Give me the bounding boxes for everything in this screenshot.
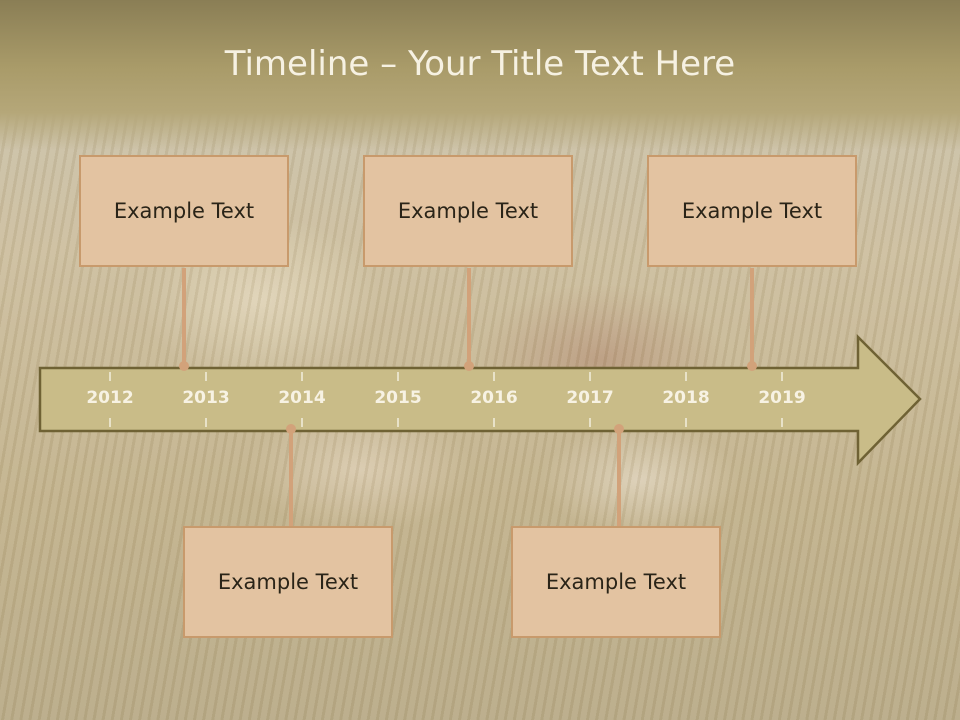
year-label: 2014 <box>278 388 325 408</box>
year-label: 2015 <box>374 388 421 408</box>
connector-dot <box>286 424 296 434</box>
connector-dot <box>464 361 474 371</box>
timeline-arrow <box>38 333 922 467</box>
event-card-top-3[interactable]: Example Text <box>647 155 857 267</box>
year-label: 2013 <box>182 388 229 408</box>
event-card-bottom-2[interactable]: Example Text <box>511 526 721 638</box>
connector-dot <box>179 361 189 371</box>
event-card-label: Example Text <box>397 199 539 223</box>
connector-dots <box>179 361 757 434</box>
year-label: 2018 <box>662 388 709 408</box>
slide-title: Timeline – Your Title Text Here <box>224 44 736 84</box>
year-label: 2016 <box>470 388 517 408</box>
event-card-top-2[interactable]: Example Text <box>363 155 573 267</box>
event-card-label: Example Text <box>681 199 823 223</box>
year-label: 2019 <box>758 388 805 408</box>
connectors <box>182 268 754 528</box>
connector-dot <box>747 361 757 371</box>
event-card-label: Example Text <box>545 570 687 594</box>
event-card-bottom-1[interactable]: Example Text <box>183 526 393 638</box>
connector-dot <box>614 424 624 434</box>
event-card-label: Example Text <box>113 199 255 223</box>
event-card-label: Example Text <box>217 570 359 594</box>
year-label: 2012 <box>86 388 133 408</box>
event-card-top-1[interactable]: Example Text <box>79 155 289 267</box>
year-label: 2017 <box>566 388 613 408</box>
tick-marks <box>109 372 783 427</box>
title-band <box>0 0 960 150</box>
